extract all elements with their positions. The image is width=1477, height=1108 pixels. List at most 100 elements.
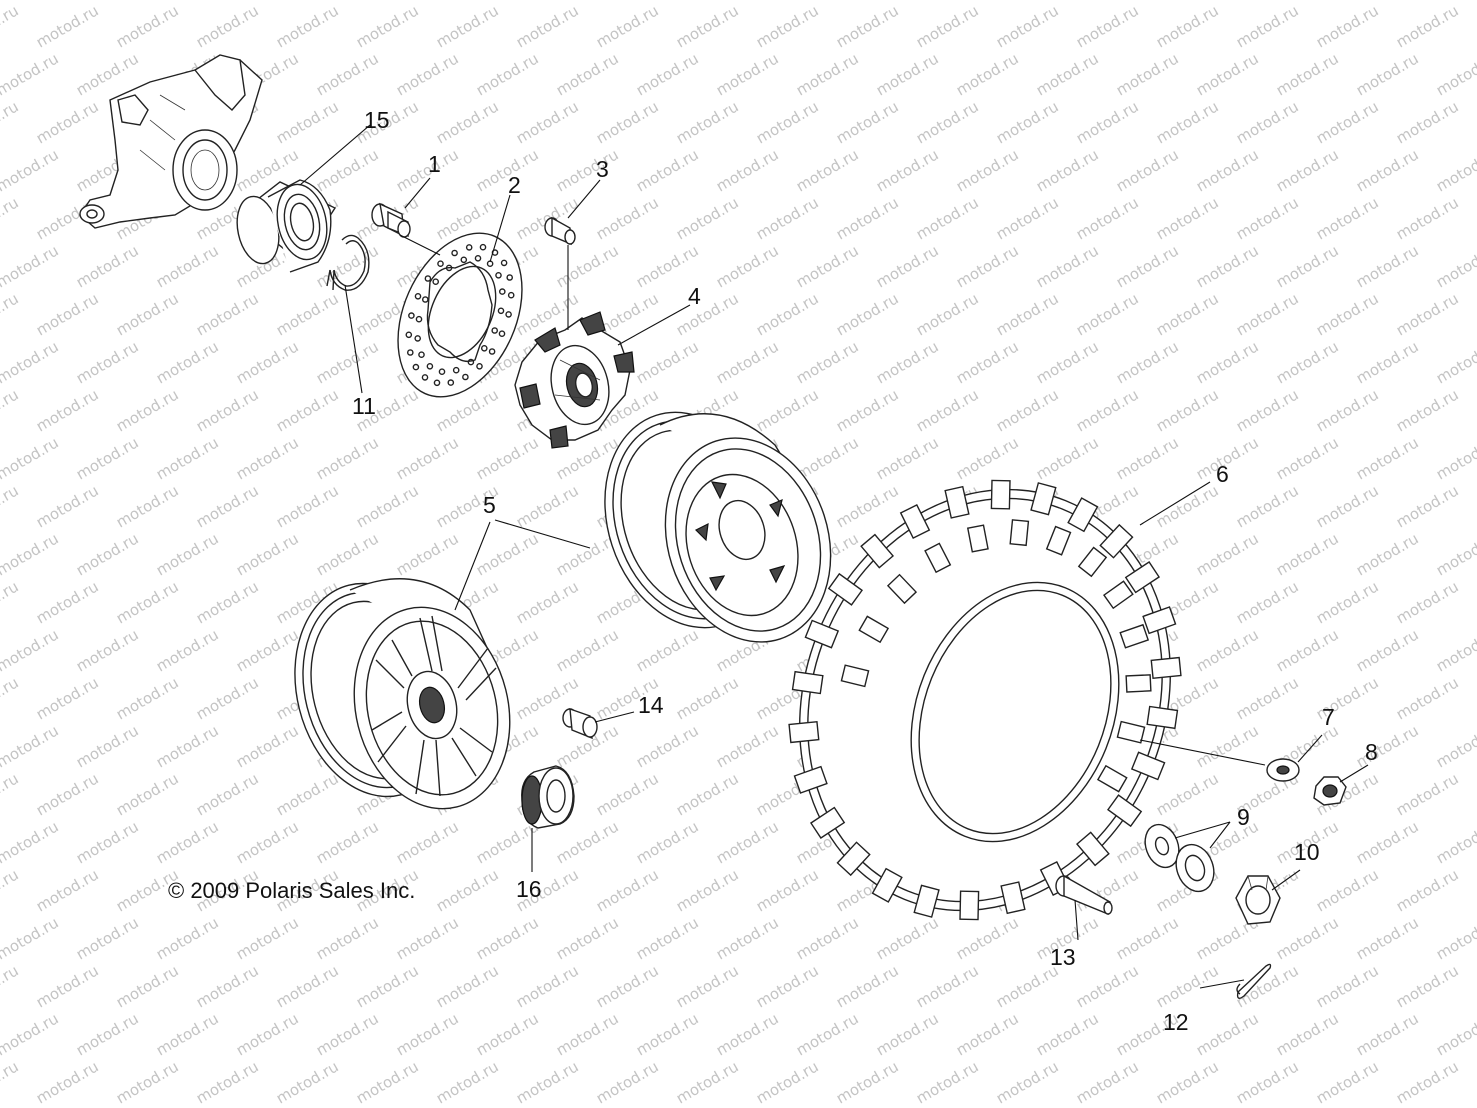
- watermark-text: motod.ru: [633, 49, 702, 99]
- watermark-text: motod.ru: [73, 241, 142, 291]
- watermark-text: motod.ru: [1273, 433, 1342, 483]
- watermark-text: motod.ru: [33, 577, 102, 627]
- watermark-text: motod.ru: [273, 289, 342, 339]
- watermark-text: motod.ru: [73, 817, 142, 867]
- watermark-text: motod.ru: [1193, 721, 1262, 771]
- watermark-text: motod.ru: [153, 529, 222, 579]
- watermark-text: motod.ru: [1073, 1, 1142, 51]
- watermark-text: motod.ru: [873, 433, 942, 483]
- watermark-text: motod.ru: [633, 1009, 702, 1059]
- watermark-text: motod.ru: [593, 769, 662, 819]
- watermark-text: motod.ru: [113, 673, 182, 723]
- watermark-text: motod.ru: [353, 1057, 422, 1107]
- watermark-text: motod.ru: [1153, 769, 1222, 819]
- watermark-text: motod.ru: [1473, 289, 1477, 339]
- watermark-text: motod.ru: [593, 97, 662, 147]
- watermark-text: motod.ru: [33, 769, 102, 819]
- watermark-text: motod.ru: [1473, 673, 1477, 723]
- watermark-text: motod.ru: [833, 193, 902, 243]
- watermark-text: motod.ru: [953, 49, 1022, 99]
- watermark-text: motod.ru: [1073, 289, 1142, 339]
- watermark-text: motod.ru: [0, 337, 62, 387]
- watermark-text: motod.ru: [0, 385, 22, 435]
- callout-16: 16: [516, 876, 542, 902]
- watermark-text: motod.ru: [1233, 1057, 1302, 1107]
- watermark-text: motod.ru: [273, 1, 342, 51]
- disc-vent-hole: [447, 379, 455, 386]
- watermark-text: motod.ru: [673, 289, 742, 339]
- watermark-text: motod.ru: [0, 49, 62, 99]
- watermark-text: motod.ru: [793, 1009, 862, 1059]
- watermark-text: motod.ru: [1353, 817, 1422, 867]
- watermark-text: motod.ru: [673, 865, 742, 915]
- watermark-text: motod.ru: [633, 721, 702, 771]
- watermark-text: motod.ru: [1273, 337, 1342, 387]
- callout-1: 1: [428, 151, 441, 177]
- tread-lug: [1096, 764, 1128, 793]
- watermark-text: motod.ru: [0, 913, 62, 963]
- watermark-text: motod.ru: [513, 1057, 582, 1107]
- tread-lug: [1142, 606, 1177, 635]
- watermark-text: motod.ru: [1473, 769, 1477, 819]
- watermark-text: motod.ru: [873, 1009, 942, 1059]
- watermark-text: motod.ru: [73, 913, 142, 963]
- watermark-text: motod.ru: [913, 1057, 982, 1107]
- watermark-text: motod.ru: [0, 721, 62, 771]
- watermark-text: motod.ru: [833, 1057, 902, 1107]
- watermark-text: motod.ru: [1273, 529, 1342, 579]
- watermark-text: motod.ru: [33, 481, 102, 531]
- disc-vent-hole: [498, 288, 506, 295]
- watermark-text: motod.ru: [713, 721, 782, 771]
- watermark-text: motod.ru: [953, 145, 1022, 195]
- watermark-text: motod.ru: [513, 577, 582, 627]
- watermark-text: motod.ru: [1113, 433, 1182, 483]
- watermark-text: motod.ru: [313, 49, 382, 99]
- watermark-text: motod.ru: [153, 1009, 222, 1059]
- watermark-text: motod.ru: [1433, 337, 1477, 387]
- watermark-text: motod.ru: [1393, 193, 1462, 243]
- tread-lug: [1030, 482, 1057, 516]
- watermark-text: motod.ru: [1353, 913, 1422, 963]
- watermark-text: motod.ru: [1113, 49, 1182, 99]
- watermark-text: motod.ru: [113, 481, 182, 531]
- watermark-text: motod.ru: [793, 49, 862, 99]
- watermark-text: motod.ru: [193, 1057, 262, 1107]
- watermark-text: motod.ru: [673, 97, 742, 147]
- watermark-text: motod.ru: [0, 1057, 22, 1107]
- watermark-text: motod.ru: [113, 961, 182, 1011]
- watermark-text: motod.ru: [673, 1, 742, 51]
- watermark-text: motod.ru: [433, 97, 502, 147]
- retaining-ring-icon: [326, 234, 370, 291]
- watermark-text: motod.ru: [633, 817, 702, 867]
- watermark-text: motod.ru: [0, 577, 22, 627]
- watermark-text: motod.ru: [1193, 337, 1262, 387]
- callout-12: 12: [1163, 1009, 1189, 1035]
- disc-vent-hole: [414, 292, 422, 300]
- watermark-text: motod.ru: [273, 1057, 342, 1107]
- watermark-text: motod.ru: [1113, 337, 1182, 387]
- disc-vent-hole: [426, 362, 434, 370]
- watermark-text: motod.ru: [873, 913, 942, 963]
- watermark-text: motod.ru: [1033, 0, 1102, 3]
- watermark-text: motod.ru: [313, 433, 382, 483]
- callout-labels: 15 1 2 3 4 11 5 6 14 7 8 9 10 16 13 12: [352, 107, 1378, 1035]
- watermark-text: motod.ru: [1233, 289, 1302, 339]
- watermark-text: motod.ru: [0, 433, 62, 483]
- disc-vent-hole: [421, 374, 429, 381]
- watermark-text: motod.ru: [0, 241, 62, 291]
- watermark-text: motod.ru: [433, 1, 502, 51]
- watermark-text: motod.ru: [1433, 721, 1477, 771]
- watermark-text: motod.ru: [553, 817, 622, 867]
- watermark-text: motod.ru: [753, 385, 822, 435]
- disc-vent-hole: [497, 307, 505, 315]
- watermark-text: motod.ru: [113, 385, 182, 435]
- watermark-text: motod.ru: [833, 97, 902, 147]
- watermark-text: motod.ru: [1353, 49, 1422, 99]
- watermark-text: motod.ru: [1233, 577, 1302, 627]
- watermark-text: motod.ru: [193, 961, 262, 1011]
- callout-8: 8: [1365, 739, 1378, 765]
- watermark-text: motod.ru: [153, 0, 222, 3]
- watermark-text: motod.ru: [1033, 241, 1102, 291]
- watermark-text: motod.ru: [1233, 97, 1302, 147]
- disc-vent-holes: [405, 243, 515, 387]
